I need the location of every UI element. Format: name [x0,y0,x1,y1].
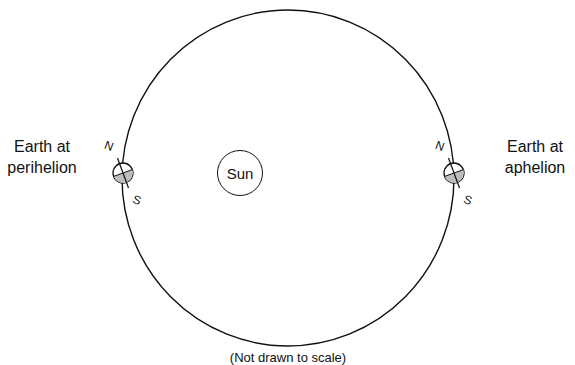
pole-letter: S [130,191,143,209]
sun-circle: Sun [217,150,263,196]
earth-position-label: Earth at perihelion [2,136,82,178]
earth-position-label: Earth at aphelion [499,136,571,178]
earth-aphelion [444,158,464,188]
pole-letter: S [461,191,474,209]
pole-letter: N [433,137,447,155]
node-label: Sun [227,165,254,182]
pole-letter: N [102,137,116,155]
scale-note: (Not drawn to scale) [230,349,346,365]
earth-perihelion [113,158,133,188]
orbit-ellipse [122,10,454,346]
